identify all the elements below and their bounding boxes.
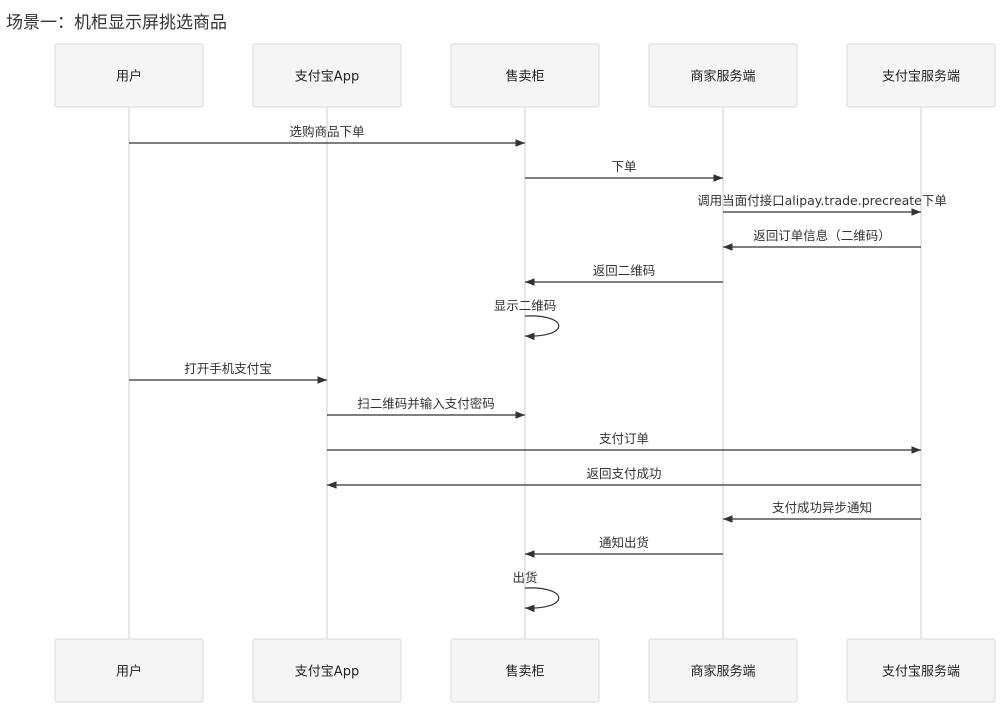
self-message-arrow	[524, 587, 560, 613]
actor-label-merchant: 商家服务端	[690, 69, 755, 85]
message-label: 扫二维码并输入支付密码	[357, 396, 495, 411]
self-message-arrow	[524, 315, 560, 341]
message-label: 选购商品下单	[289, 124, 364, 139]
actor-label-merchant: 商家服务端	[690, 664, 755, 680]
message-11: 支付成功异步通知	[723, 500, 921, 523]
page-title: 场景一：机柜显示屏挑选商品	[6, 13, 227, 33]
message-label: 打开手机支付宝	[184, 361, 272, 376]
actor-box-alipay_server-top: 支付宝服务端	[846, 43, 996, 108]
message-9: 支付订单	[327, 431, 921, 454]
actor-box-merchant-top: 商家服务端	[648, 43, 798, 108]
message-label: 出货	[512, 570, 537, 585]
message-12: 通知出货	[525, 535, 723, 558]
message-7: 打开手机支付宝	[129, 361, 327, 384]
message-1: 选购商品下单	[129, 124, 525, 147]
message-label: 支付订单	[599, 431, 649, 446]
message-label: 显示二维码	[494, 298, 557, 313]
message-label: 返回二维码	[593, 263, 656, 278]
message-label: 返回订单信息（二维码）	[753, 228, 891, 243]
actor-label-user: 用户	[116, 69, 142, 85]
actor-box-user-top: 用户	[54, 43, 204, 108]
actor-label-vending: 售卖柜	[505, 69, 544, 85]
actor-box-alipay_app-bottom: 支付宝App	[252, 638, 402, 703]
message-10: 返回支付成功	[327, 466, 921, 489]
actor-box-user-bottom: 用户	[54, 638, 204, 703]
message-label: 下单	[611, 159, 636, 174]
message-8: 扫二维码并输入支付密码	[327, 396, 525, 419]
actor-label-alipay_app: 支付宝App	[295, 665, 359, 680]
actor-box-vending-top: 售卖柜	[450, 43, 600, 108]
message-label: 通知出货	[599, 535, 649, 550]
message-13: 出货	[512, 570, 560, 613]
actor-box-merchant-bottom: 商家服务端	[648, 638, 798, 703]
actor-box-alipay_server-bottom: 支付宝服务端	[846, 638, 996, 703]
message-label: 调用当面付接口alipay.trade.precreate下单	[697, 193, 947, 208]
actor-label-alipay_server: 支付宝服务端	[882, 664, 960, 680]
message-3: 调用当面付接口alipay.trade.precreate下单	[697, 193, 947, 216]
message-5: 返回二维码	[525, 263, 723, 286]
message-label: 支付成功异步通知	[772, 500, 872, 515]
actor-box-alipay_app-top: 支付宝App	[252, 43, 402, 108]
actor-label-alipay_app: 支付宝App	[295, 70, 359, 85]
message-label: 返回支付成功	[586, 466, 661, 481]
actor-label-user: 用户	[116, 664, 142, 680]
message-2: 下单	[525, 159, 723, 182]
message-6: 显示二维码	[494, 298, 560, 341]
actor-label-vending: 售卖柜	[505, 664, 544, 680]
actor-box-vending-bottom: 售卖柜	[450, 638, 600, 703]
actor-label-alipay_server: 支付宝服务端	[882, 69, 960, 85]
message-4: 返回订单信息（二维码）	[723, 228, 921, 251]
